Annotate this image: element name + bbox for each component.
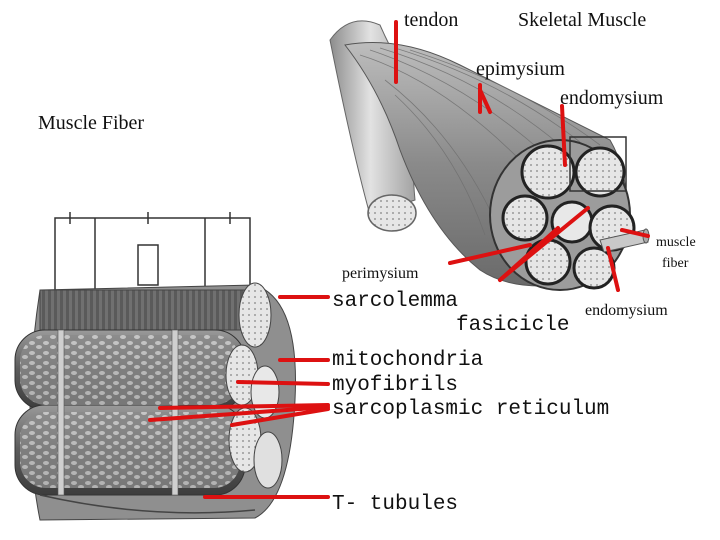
leader-sr-1: [158, 403, 330, 410]
label-skeletal-muscle: Skeletal Muscle: [518, 9, 647, 31]
label-epimysium: epimysium: [476, 58, 565, 80]
myofibril-end-caps: [225, 282, 283, 489]
label-fasicicle: fasicicle: [456, 314, 570, 337]
label-myofibrils: myofibrils: [332, 374, 459, 397]
leader-endomysium-right: [606, 246, 620, 292]
fascicles: [501, 144, 636, 290]
label-sarcoplasmic-reticulum: sarcoplasmic reticulum: [332, 398, 610, 421]
muscle-fiber-drawing: [14, 212, 296, 521]
label-endomysium-top: endomysium: [560, 87, 664, 109]
leader-fasicicle-2: [498, 206, 590, 282]
myofibril-cylinders: [14, 329, 246, 496]
label-endomysium-right: endomysium: [585, 302, 668, 319]
tendon-cross-section: [367, 194, 417, 232]
muscle-striations: [359, 47, 601, 236]
label-sarcolemma: sarcolemma: [332, 290, 459, 313]
leader-myofibrils: [236, 380, 330, 386]
leader-endomysium-top: [560, 104, 567, 167]
skeletal-muscle-drawing: [329, 20, 650, 291]
sarcomere-brackets: [54, 212, 251, 290]
leader-sr-3: [230, 407, 330, 427]
leader-lines: [148, 20, 650, 499]
leader-sr-2: [148, 405, 330, 422]
zoom-box: [569, 136, 627, 192]
label-tendon: tendon: [404, 9, 459, 31]
label-muscle-fiber-title: Muscle Fiber: [38, 112, 145, 134]
label-mitochondria: mitochondria: [332, 349, 484, 372]
label-t-tubules: T- tubules: [332, 493, 459, 516]
label-muscle-fiber-small-2: fiber: [662, 256, 689, 271]
leader-muscle-fiber: [620, 228, 650, 238]
label-perimysium: perimysium: [342, 265, 419, 282]
leader-perimysium: [448, 243, 532, 265]
label-muscle-fiber-small-1: muscle: [656, 235, 696, 250]
